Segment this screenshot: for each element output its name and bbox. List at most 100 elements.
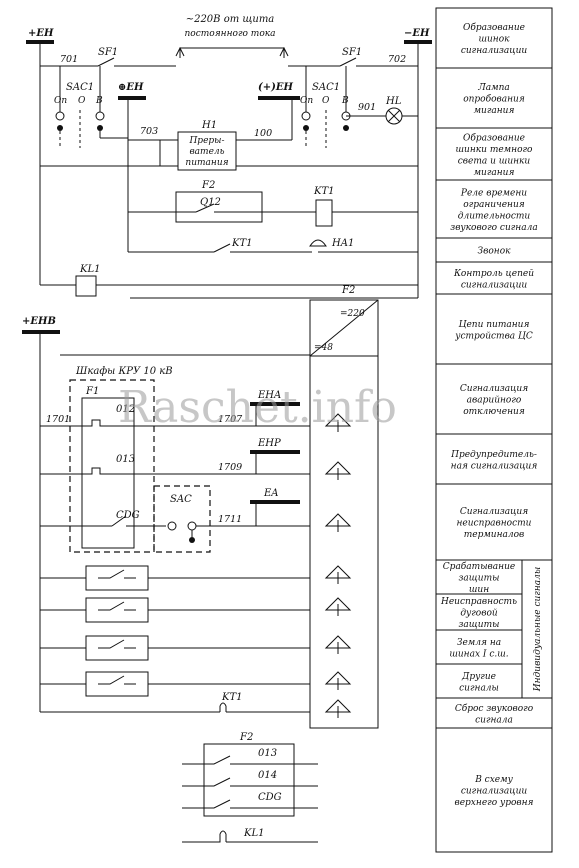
legend-cell-12 <box>435 593 523 631</box>
bus-eha-label: EHA <box>257 390 281 401</box>
out-cdg-label: CDG <box>258 792 282 803</box>
legend-cell-8 <box>435 363 553 435</box>
legend-item-9-line-1: Предупредитель- <box>450 450 537 460</box>
kl1-label: KL1 <box>79 264 100 275</box>
sac1-left-contact-on <box>55 111 65 121</box>
q12-label: Q12 <box>200 197 221 208</box>
legend-cell-9 <box>435 433 553 485</box>
watermark: Raschet.info <box>118 382 397 433</box>
f2-output-box <box>203 743 295 817</box>
legend-item-3-line-2: шинки темного <box>456 145 533 155</box>
legend-item-7-line-1: Цепи питания <box>459 320 530 330</box>
sf1-left-label: SF1 <box>98 47 118 58</box>
node-1701: 1701 <box>46 414 70 425</box>
node-701: 701 <box>60 54 78 65</box>
legend-item-3-line-1: Образование <box>463 132 525 143</box>
bus-ch-eh-label: ⊕EH <box>118 82 144 93</box>
node-1711: 1711 <box>218 514 242 525</box>
f2-top-box <box>175 191 263 223</box>
legend-group-label: Индивидуальные сигналы <box>533 567 543 692</box>
pos-o-right: O <box>322 96 330 106</box>
legend-item-16-line-2: сигнализации <box>461 787 528 797</box>
h1-line3: питания <box>185 158 228 168</box>
pulse-contact-012 <box>88 419 104 427</box>
legend-cell-15 <box>435 697 553 729</box>
top-signal-bus-section: ~220В от щита постоянного тока +EH −EH S… <box>26 14 432 297</box>
sac1-left-contact-b <box>95 111 105 121</box>
node-100: 100 <box>254 128 272 139</box>
kt1-coil-label: KT1 <box>313 186 335 197</box>
legend-item-6-line-1: Контроль цепей <box>453 269 534 279</box>
kl1-bottom-label: KL1 <box>243 828 264 839</box>
legend-item-2-line-3: мигания <box>474 106 515 116</box>
legend-cell-5 <box>435 237 553 263</box>
bus-plus-ehb-label: +EHB <box>22 316 56 327</box>
legend-item-11-line-1: Срабатывание <box>443 561 515 572</box>
individual-signal-rows: KT1 <box>40 565 310 713</box>
legend-item-12-line-2: дуговой <box>460 609 498 619</box>
legend-item-11-line-2: защиты <box>459 574 500 584</box>
legend-item-6-line-2: сигнализации <box>461 280 528 290</box>
signal-relay-2 <box>85 597 149 623</box>
pulse-contact-013 <box>88 467 104 475</box>
kt1-contact-label: KT1 <box>231 238 253 249</box>
legend-cell-3 <box>435 127 553 181</box>
sac1-left-label: SAC1 <box>66 82 94 93</box>
f1-label: F1 <box>85 386 99 397</box>
supply-arrows <box>175 46 289 57</box>
legend-item-13-line-2: шинах I с.ш. <box>449 649 508 659</box>
out-013-label: 013 <box>258 748 277 759</box>
legend-item-13-line-1: Земля на <box>457 638 501 648</box>
sac1-right-label: SAC1 <box>312 82 340 93</box>
legend-item-16-line-1: В схему <box>474 775 513 785</box>
pos-b-right: B <box>341 96 349 106</box>
f2-v48: =48 <box>314 343 333 353</box>
legend-cell-7 <box>435 293 553 365</box>
pos-on-left: On <box>54 96 67 106</box>
sf1-right-label: SF1 <box>342 47 362 58</box>
legend-cell-4 <box>435 179 553 239</box>
legend-item-14-line-2: сигналы <box>459 683 499 693</box>
legend-item-1-line-1: Образование <box>463 22 525 33</box>
legend-item-3-line-3: света и шинки <box>458 156 531 166</box>
legend-item-14-line-1: Другие <box>461 672 496 682</box>
legend-item-10-line-3: терминалов <box>464 530 525 540</box>
supply-label: ~220В от щита <box>186 14 275 25</box>
legend-item-11-line-3: шин <box>469 585 489 595</box>
signal-relay-3 <box>85 635 149 661</box>
sac-switch-box <box>153 485 211 553</box>
lamp-icon <box>385 107 403 125</box>
pos-on-right: On <box>300 96 313 106</box>
legend-item-15-line-2: сигнала <box>475 715 513 725</box>
q12-contact <box>195 203 215 213</box>
node-702: 702 <box>388 54 406 65</box>
bus-pm-eh-label: (+)EH <box>258 82 293 93</box>
kt1-contact <box>213 243 231 253</box>
kru-title: Шкафы КРУ 10 кВ <box>75 366 173 377</box>
legend-column: ОбразованиешиноксигнализацииЛампаопробов… <box>435 7 553 853</box>
node-1709: 1709 <box>218 462 242 473</box>
legend-item-10-line-2: неисправности <box>457 519 532 529</box>
legend-item-8-line-3: отключения <box>463 407 525 417</box>
kru-cabinet-box <box>69 379 155 553</box>
legend-item-3-line-4: мигания <box>474 168 515 178</box>
legend-item-12-line-3: защиты <box>459 620 500 630</box>
legend-item-10-line-1: Сигнализация <box>460 507 528 517</box>
h1-tag: H1 <box>201 120 217 131</box>
h1-interrupter-box <box>177 131 237 171</box>
kt1-reset-label: KT1 <box>221 692 243 703</box>
bell-icon <box>309 239 327 247</box>
legend-cell-11 <box>435 559 523 595</box>
node-703: 703 <box>140 126 158 137</box>
legend-item-4-line-4: звукового сигнала <box>450 223 537 233</box>
bus-ea-label: EA <box>263 488 279 499</box>
kl1-bottom-contact <box>182 830 318 843</box>
kt1-coil <box>315 199 333 227</box>
hl-label: HL <box>385 96 402 107</box>
legend-cell-1 <box>435 7 553 69</box>
sf1-left-switch <box>97 57 115 67</box>
f2-v220: =220 <box>340 309 365 319</box>
legend-item-1-line-3: сигнализации <box>461 46 528 56</box>
legend-item-7-line-2: устройства ЦС <box>454 331 533 341</box>
